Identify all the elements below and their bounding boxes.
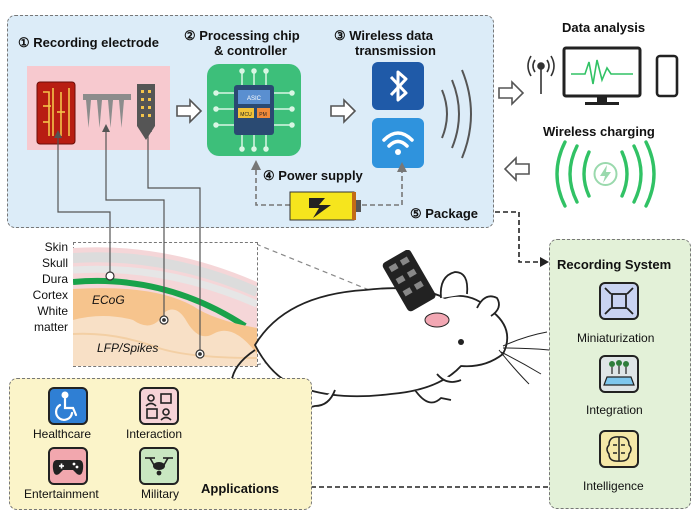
- step1-label: ① Recording electrode: [18, 35, 159, 50]
- accessibility-icon: [48, 387, 88, 425]
- implant-device-icon: [382, 250, 436, 312]
- arrow-chip-to-wireless: [330, 98, 357, 124]
- chip-label-asic: ASIC: [247, 96, 262, 102]
- layer-dura: Dura: [41, 272, 68, 286]
- interaction-icon: [139, 387, 179, 425]
- wireless-charging-label: Wireless charging: [543, 124, 655, 139]
- integration-label: Integration: [586, 403, 643, 417]
- rat-illustration: [218, 250, 550, 419]
- radio-waves-icon: [441, 69, 472, 159]
- layer-matter: matter: [33, 320, 68, 334]
- step3-label-line2: transmission: [355, 43, 436, 58]
- ecog-electrode-icon: [36, 81, 76, 145]
- smartphone-icon: [655, 54, 679, 98]
- layer-skin: Skin: [44, 240, 68, 254]
- battery-icon: [289, 191, 361, 221]
- applications-title: Applications: [201, 481, 280, 496]
- electrode-guide-lines: [54, 124, 205, 359]
- step2-label-line2: & controller: [214, 43, 287, 58]
- wireless-modules: [372, 62, 424, 168]
- ecog-label: ECoG: [92, 293, 125, 307]
- bluetooth-icon: [372, 62, 424, 110]
- lfp-label: LFP/Spikes: [97, 341, 159, 355]
- chip-label-pm: PM: [259, 112, 267, 118]
- electrode-icons: [36, 81, 155, 145]
- antenna-icon: [527, 55, 555, 94]
- data-analysis-devices: [527, 46, 679, 105]
- integration-icon: [599, 355, 639, 393]
- layer-white: White: [37, 304, 68, 318]
- entertainment-label: Entertainment: [24, 487, 99, 501]
- military-label: Military: [141, 487, 179, 501]
- arrow-to-data-analysis: [498, 80, 525, 106]
- microneedle-array-icon: [83, 94, 131, 128]
- miniaturization-label: Miniaturization: [577, 331, 655, 345]
- step5-label: ⑤ Package: [410, 206, 479, 221]
- layer-cortex: Cortex: [32, 288, 68, 302]
- monitor-icon: [562, 46, 642, 105]
- step4-label: ④ Power supply: [263, 168, 363, 183]
- step2-label-line1: ② Processing chip: [184, 28, 300, 43]
- brain-layers-graphic: [73, 247, 257, 366]
- gamepad-icon: [48, 447, 88, 485]
- intelligence-label: Intelligence: [583, 479, 644, 493]
- interaction-label: Interaction: [126, 427, 183, 441]
- arrow-from-wireless-charging: [503, 156, 530, 182]
- healthcare-label: Healthcare: [33, 427, 92, 441]
- step3-label-line1: ③ Wireless data: [334, 28, 433, 43]
- wireless-charging-icon: [555, 140, 656, 208]
- data-analysis-label: Data analysis: [562, 20, 646, 35]
- arrow-electrode-to-chip: [176, 98, 203, 124]
- drone-icon: [139, 447, 179, 485]
- chip-label-mcu: MCU: [240, 112, 252, 118]
- wifi-icon: [372, 118, 424, 168]
- intelligence-icon: [599, 430, 639, 468]
- layer-skull: Skull: [41, 256, 68, 270]
- shank-probe-icon: [137, 84, 155, 140]
- miniaturization-icon: [599, 282, 639, 320]
- recording-system-title: Recording System: [557, 257, 672, 272]
- processing-chip-icon: ASIC MCU PM: [207, 64, 301, 156]
